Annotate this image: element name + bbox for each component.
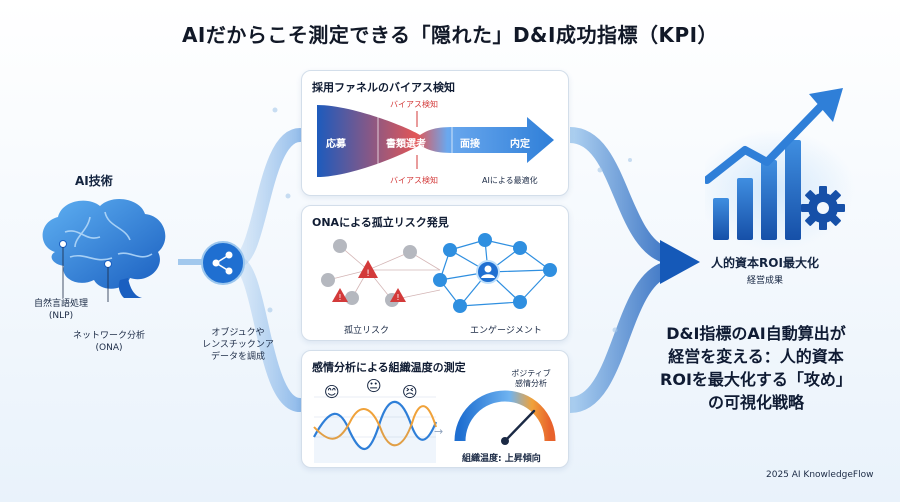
bias-detect-bottom: バイアス検知 [390,176,438,185]
footer-credit: 2025 AI KnowledgeFlow [766,470,874,480]
funnel-stage-interview: 面接 [460,139,480,150]
growth-chart-icon [705,88,855,250]
flow-sentiment-out [568,262,669,413]
funnel-stage-offer: 内定 [510,139,530,150]
funnel-stage-apply: 応募 [326,139,346,150]
svg-text:!: ! [338,293,341,302]
network-graph: ! ! ! [321,233,557,313]
isolation-risk-label: 孤立リスク [344,326,390,336]
ai-tech-label: AI技術 [75,174,113,188]
org-temperature-label: 組織温度: 上昇傾向 [462,454,541,464]
panel-funnel-title: 採用ファネルのバイアス検知 [312,81,455,94]
panel-ona: ONAによる孤立リスク発見 ! ! ! [301,205,569,341]
page-title: AIだからこそ測定できる「隠れた」D&I成功指標（KPI） [181,23,719,47]
panel-ona-title: ONAによる孤立リスク発見 [312,216,449,229]
kpi-title: 人的資本ROI最大化 [711,256,819,270]
funnel-stage-screening: 書類選考 [386,139,426,150]
svg-text:!: ! [396,293,399,302]
share-hub-icon [201,241,245,285]
temperature-gauge [454,390,556,445]
panel-sentiment: 感情分析による組織温度の測定 😊 😐 😣 → ポジティブ 感情分析 組織温度: … [301,350,569,468]
ona-label: ネットワーク分析 (ONA) [72,331,145,353]
arrow-right-icon: → [434,425,444,438]
emotion-neutral-icon: 😐 [366,377,382,395]
panel-funnel: 採用ファネルのバイアス検知 応募 書類選考 面接 内定 バイアス検知 バイアス検… [301,70,569,196]
panel-sentiment-title: 感情分析による組織温度の測定 [312,361,466,374]
flow-funnel-out [568,127,669,263]
svg-text:!: ! [366,269,370,279]
emotion-stressed-icon: 😣 [402,383,418,401]
headline: D&I指標のAI自動算出が 経営を変える：人的資本 ROIを最大化する「攻め」 … [660,324,852,412]
positive-sentiment-label: ポジティブ 感情分析 [511,369,551,388]
emotion-happy-icon: 😊 [324,383,340,401]
bias-detect-top: バイアス検知 [390,100,438,109]
funnel-graphic [317,105,554,177]
kpi-subtitle: 経営成果 [746,276,783,286]
sentiment-wave-chart [313,396,438,463]
ai-optimize-label: AIによる最適化 [482,176,538,185]
brain-icon [42,199,166,302]
nlp-label: 自然言語処理 (NLP) [33,299,88,321]
engagement-label: エンゲージメント [470,326,542,336]
hub-label: オブジュクや レンスチックンア データを調成 [202,328,274,362]
flow-arrowhead [660,240,700,284]
